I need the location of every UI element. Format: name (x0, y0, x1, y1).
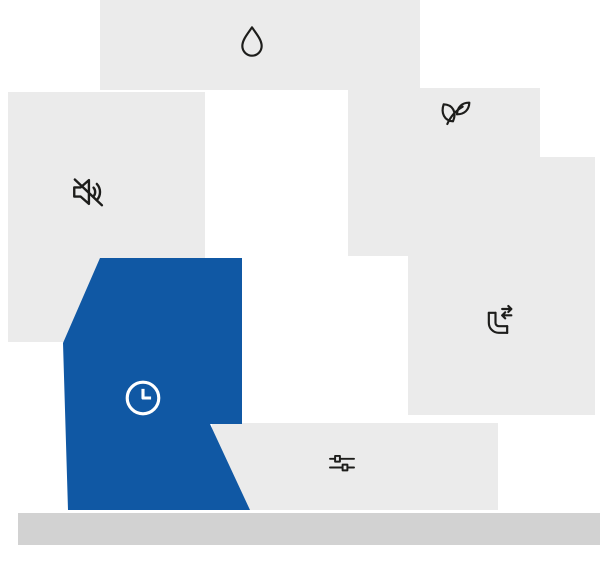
eco-leaves-icon (435, 92, 475, 132)
tile-timer[interactable] (63, 258, 250, 510)
clock-icon (121, 376, 165, 420)
tile-connection[interactable] (408, 157, 595, 415)
tile-water[interactable] (100, 0, 420, 90)
tile-settings[interactable] (212, 423, 498, 510)
connection-swap-icon (478, 302, 518, 342)
sliders-icon (324, 445, 360, 481)
bottom-bar (18, 513, 600, 545)
droplet-icon (232, 22, 272, 62)
speaker-muted-icon (66, 170, 110, 214)
